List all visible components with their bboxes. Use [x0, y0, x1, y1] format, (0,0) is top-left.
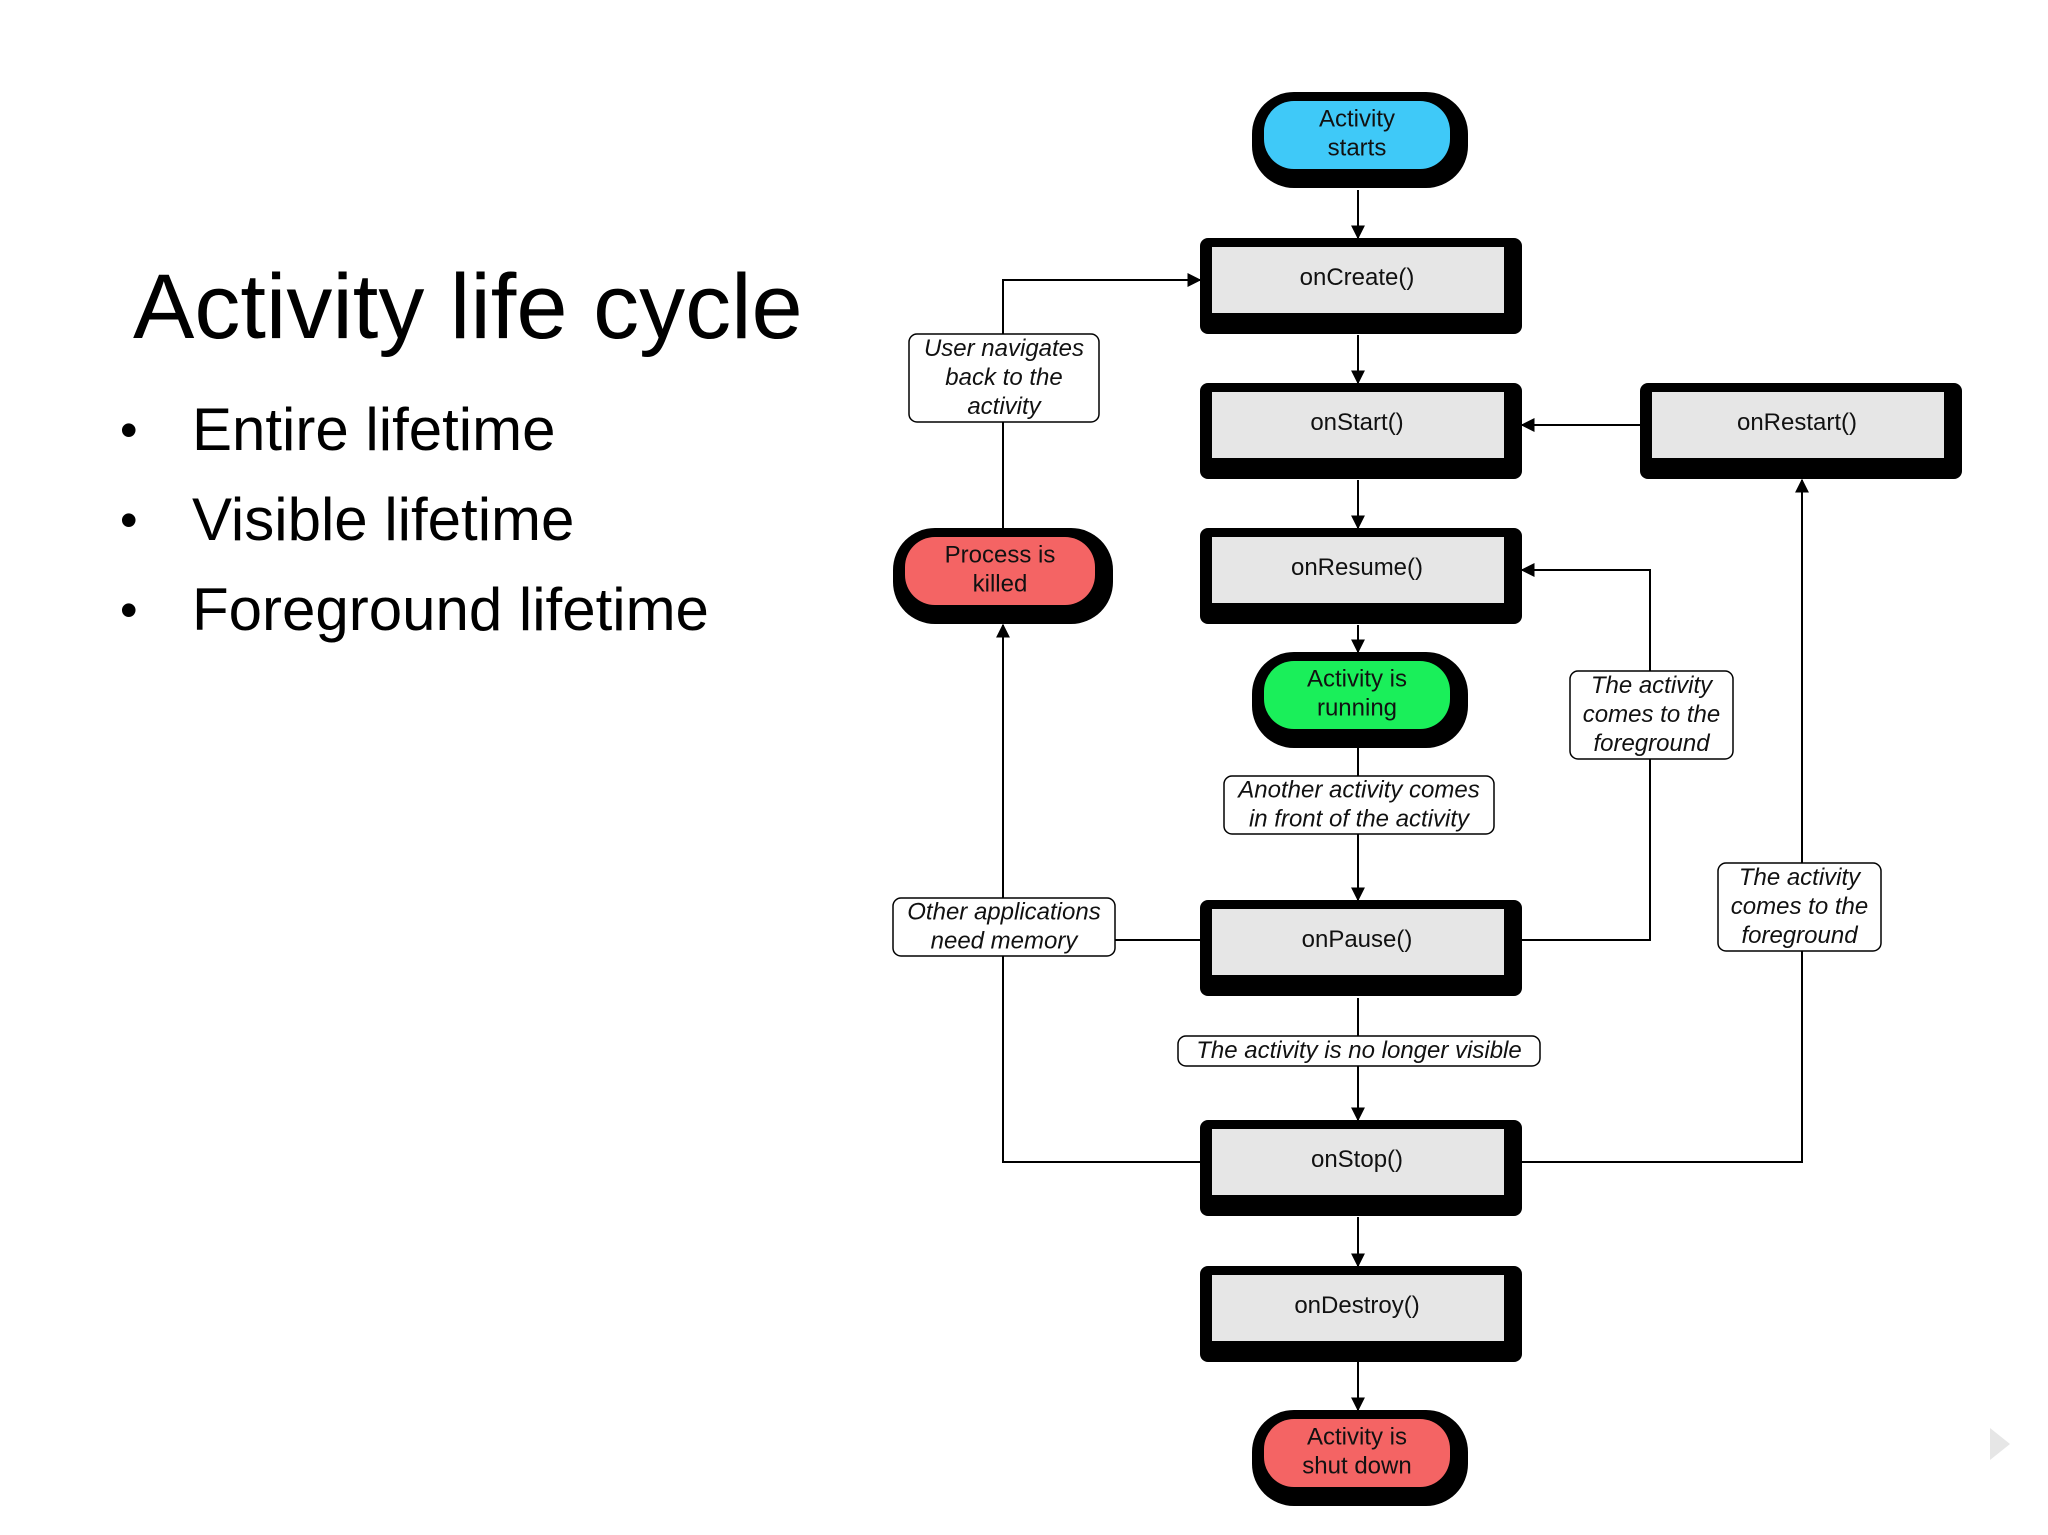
bullet-dot: • [120, 582, 138, 638]
connector-lines [996, 190, 1809, 1412]
note-no-longer-visible-text: The activity is no longer visible [1196, 1037, 1521, 1064]
connector-line [1002, 940, 1200, 1163]
note-another-activity-text: in front of the activity [1249, 806, 1471, 833]
process-killed-node-fill [905, 537, 1095, 605]
ondestroy-box: onDestroy() [1200, 1266, 1522, 1362]
ondestroy-box-fill [1212, 1275, 1504, 1341]
bullet-item: • Foreground lifetime [120, 565, 709, 655]
onpause-box: onPause() [1200, 900, 1522, 996]
activity-starts-node-label: Activity [1319, 106, 1395, 133]
process-killed-node-label: killed [973, 571, 1028, 598]
slide-nav-arrow-icon [1990, 1428, 2010, 1460]
oncreate-box: onCreate() [1200, 238, 1522, 334]
note-user-navigates-back-text: back to the [945, 364, 1062, 391]
bullet-list: • Entire lifetime • Visible lifetime • Fore… [120, 385, 709, 655]
note-no-longer-visible: The activity is no longer visible [1177, 1035, 1541, 1067]
onstop-box-label: onStop() [1311, 1146, 1403, 1173]
note-comes-to-foreground-resume-text: foreground [1593, 730, 1710, 757]
bullet-dot: • [120, 492, 138, 548]
activity-running-node-fill [1264, 661, 1450, 729]
note-comes-to-foreground-resume-text: comes to the [1583, 701, 1720, 728]
activity-shut-down-node-label: shut down [1302, 1453, 1411, 1480]
onrestart-box-label: onRestart() [1737, 409, 1857, 436]
onresume-box: onResume() [1200, 528, 1522, 624]
activity-starts-node-label: starts [1328, 135, 1387, 162]
process-killed-node-label: Process is [945, 542, 1056, 569]
bullet-item: • Entire lifetime [120, 385, 709, 475]
note-other-apps-memory-frame [892, 897, 1116, 957]
activity-shut-down-node-label: Activity is [1307, 1424, 1407, 1451]
activity-running-node-label: running [1317, 695, 1397, 722]
bullet-text: Entire lifetime [192, 396, 556, 463]
onstart-box-fill [1212, 392, 1504, 458]
bullet-item: • Visible lifetime [120, 475, 709, 565]
note-comes-to-foreground-restart-frame [1717, 862, 1882, 952]
onstop-box: onStop() [1200, 1120, 1522, 1216]
activity-shut-down-node-fill [1264, 1419, 1450, 1487]
onstop-box-fill [1212, 1129, 1504, 1195]
note-comes-to-foreground-resume-frame [1569, 670, 1734, 760]
oncreate-box-label: onCreate() [1300, 264, 1415, 291]
bullet-text: Visible lifetime [192, 486, 575, 553]
onstart-box-label: onStart() [1310, 409, 1403, 436]
slide-title: Activity life cycle [133, 256, 803, 358]
onresume-box-label: onResume() [1291, 554, 1423, 581]
note-another-activity-frame [1223, 775, 1495, 835]
note-comes-to-foreground-restart-text: The activity [1739, 864, 1862, 891]
note-other-apps-memory-text: need memory [931, 928, 1080, 955]
activity-running-node-label: Activity is [1307, 666, 1407, 693]
bullet-dot: • [120, 402, 138, 458]
note-another-activity-text: Another activity comes [1236, 777, 1479, 804]
note-no-longer-visible-frame [1177, 1035, 1541, 1067]
ondestroy-box-label: onDestroy() [1294, 1292, 1419, 1319]
note-comes-to-foreground-resume-text: The activity [1591, 672, 1714, 699]
oncreate-box-fill [1212, 247, 1504, 313]
connector-line [1002, 273, 1202, 528]
note-comes-to-foreground-restart-text: foreground [1741, 922, 1858, 949]
activity-starts-node-fill [1264, 101, 1450, 169]
onrestart-box-fill [1652, 392, 1944, 458]
note-other-apps-memory-text: Other applications [907, 899, 1100, 926]
onstart-box: onStart() [1200, 383, 1522, 479]
note-user-navigates-back-text: activity [967, 393, 1042, 420]
onpause-box-fill [1212, 909, 1504, 975]
onrestart-box: onRestart() [1640, 383, 1962, 479]
connector-line [1522, 478, 1809, 1163]
note-user-navigates-back-frame [908, 333, 1100, 423]
note-comes-to-foreground-restart-text: comes to the [1731, 893, 1868, 920]
connector-line [996, 623, 1200, 941]
note-user-navigates-back-text: User navigates [924, 335, 1084, 362]
onpause-box-label: onPause() [1302, 926, 1413, 953]
bullet-text: Foreground lifetime [192, 576, 709, 643]
onresume-box-fill [1212, 537, 1504, 603]
